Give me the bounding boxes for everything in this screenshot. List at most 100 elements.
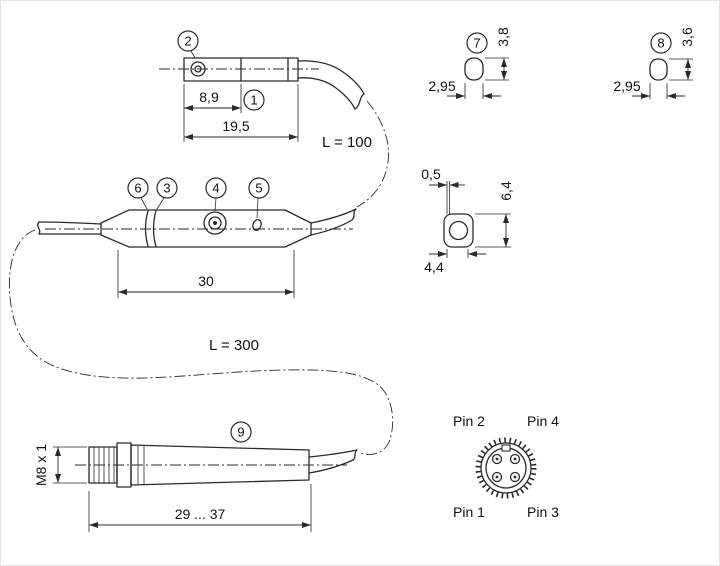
thread-lines — [93, 447, 115, 483]
potentiometer-outer — [203, 211, 227, 235]
section-7-ext-w — [464, 83, 484, 99]
sensor-head-feature-lines — [240, 57, 289, 82]
section-8-ext-h — [669, 58, 693, 81]
pin-4-dot — [513, 457, 517, 461]
connector-dimensions: M8 x 1 29 ... 37 — [33, 444, 312, 532]
callout-1: 1 — [243, 89, 265, 111]
dim-label-8-9: 8,9 — [199, 89, 219, 105]
callout-5: 5 — [248, 177, 270, 219]
pin-1-label: Pin 1 — [453, 504, 485, 520]
grip-ridge-2 — [152, 209, 157, 248]
right-cable-lower — [310, 219, 353, 236]
section-8: 8 3,6 2,95 — [613, 27, 695, 99]
callout-4: 4 — [205, 177, 227, 212]
dim-label-2-95-b: 2,95 — [613, 78, 640, 94]
callout-5-circle — [248, 177, 270, 199]
callout-9: 9 — [230, 421, 252, 443]
dim-label-2-95-a: 2,95 — [428, 78, 455, 94]
right-cable-break — [351, 208, 357, 221]
potentiometer-dot — [213, 221, 217, 225]
callout-6: 6 — [127, 177, 149, 210]
left-cable-upper — [38, 221, 102, 225]
callout-3: 3 — [156, 177, 178, 210]
cable-route-l300-path — [8, 229, 394, 455]
left-cable-break — [37, 221, 41, 235]
cable-route-l100 — [356, 100, 390, 208]
pin-1 — [491, 471, 503, 483]
callout-2: 2 — [177, 30, 199, 59]
section-7: 7 3,8 2,95 — [428, 27, 511, 99]
connector-face-outer — [480, 442, 532, 494]
cross-section-core — [448, 220, 469, 241]
knurl-ring — [475, 437, 537, 499]
section-7-profile — [464, 57, 484, 81]
callout-7-circle — [466, 32, 488, 54]
pin-1-dot — [495, 475, 499, 479]
callout-2-circle — [177, 30, 199, 52]
grip-ridge-1 — [144, 210, 149, 247]
cross-section-outline — [443, 213, 474, 248]
pin-3-label: Pin 3 — [527, 504, 559, 520]
dim-label-4-4: 4,4 — [424, 259, 444, 275]
callout-5-leader — [256, 197, 259, 219]
callout-1-circle — [243, 89, 265, 111]
cable-route-l300: L = 300 — [8, 229, 394, 455]
dim-label-6-4: 6,4 — [498, 181, 514, 201]
pin-3-dot — [513, 475, 517, 479]
right-cable-upper — [310, 208, 357, 224]
amplifier-body-view — [37, 208, 357, 248]
callout-6-label: 6 — [134, 181, 141, 196]
connector-grip-lines — [137, 446, 145, 484]
dim-label-3-8: 3,8 — [495, 27, 511, 47]
connector-cable-lower — [308, 459, 354, 474]
pin-2-dot — [495, 457, 499, 461]
callout-4-label: 4 — [212, 181, 219, 196]
pin-3 — [509, 471, 521, 483]
cable-length-300-label: L = 300 — [209, 337, 259, 354]
callout-3-circle — [156, 177, 178, 199]
cable-cross-section: 0,5 6,4 4,4 — [421, 166, 514, 275]
callout-7-label: 7 — [473, 36, 480, 51]
dim-label-0-5: 0,5 — [421, 166, 441, 182]
ext-lines-4-4 — [446, 249, 469, 258]
callout-1-label: 1 — [250, 93, 257, 108]
callout-9-label: 9 — [237, 425, 244, 440]
sensor-head-dimensions: 8,9 19,5 L = 100 — [183, 84, 372, 151]
pin-4-label: Pin 4 — [527, 413, 559, 429]
connector-face-inner — [485, 447, 527, 489]
pin-4 — [509, 453, 521, 465]
dim-label-19-5: 19,5 — [222, 118, 249, 134]
callout-4-circle — [205, 177, 227, 199]
callout-8-circle — [650, 32, 672, 54]
dim-label-30: 30 — [198, 273, 214, 289]
dim-label-29-37: 29 ... 37 — [175, 506, 226, 522]
section-7-ext-h — [485, 57, 509, 81]
connector-cable-upper — [308, 449, 358, 458]
potentiometer-mid — [208, 216, 222, 230]
callout-2-leader — [190, 50, 196, 59]
section-8-ext-w — [649, 83, 668, 99]
callout-3-leader — [156, 197, 165, 210]
callout-9-circle — [230, 421, 252, 443]
callout-4-leader — [214, 197, 217, 212]
callout-6-circle — [127, 177, 149, 199]
keyway-notch — [501, 444, 511, 452]
pin-2 — [491, 453, 503, 465]
connector-view — [75, 442, 358, 488]
dim-label-3-6: 3,6 — [679, 27, 695, 47]
cable-length-100-label: L = 100 — [322, 134, 372, 151]
head-cable-lower — [297, 77, 356, 110]
indicator-led-icon — [252, 218, 262, 232]
callout-3-label: 3 — [163, 181, 170, 196]
sensor-head-view — [159, 57, 390, 208]
head-cable-upper — [297, 60, 365, 95]
thread-label: M8 x 1 — [33, 444, 49, 486]
amplifier-dimensions: 30 — [117, 250, 295, 298]
sensing-element-inner — [194, 65, 202, 73]
connector-cable-break — [352, 449, 358, 461]
connector-body-outline — [130, 444, 310, 486]
section-8-profile — [649, 58, 668, 81]
callout-2-label: 2 — [184, 34, 191, 49]
